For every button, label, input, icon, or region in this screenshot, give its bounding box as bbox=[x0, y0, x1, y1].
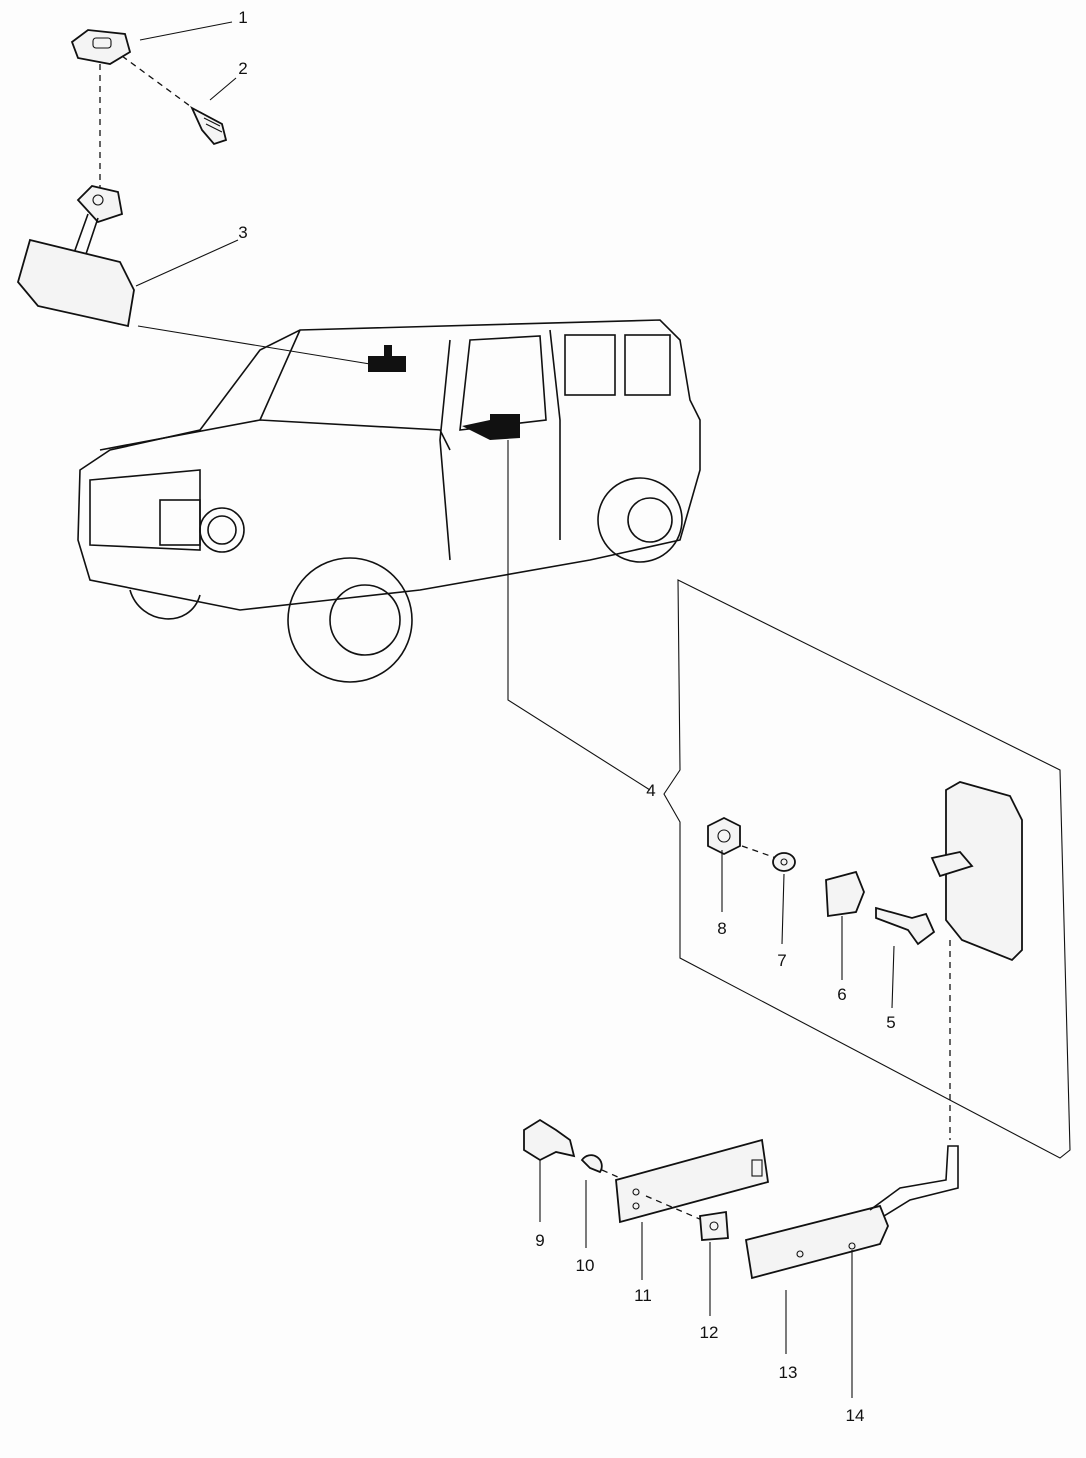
callout-2: 2 bbox=[238, 59, 247, 78]
callout-10: 10 bbox=[576, 1256, 595, 1275]
part-7-washer bbox=[772, 852, 796, 872]
callout-9: 9 bbox=[535, 1231, 544, 1250]
part-5-bolt bbox=[875, 906, 936, 946]
exterior-mirror bbox=[945, 781, 1023, 962]
part-8-nut bbox=[707, 816, 741, 856]
leader-2 bbox=[209, 77, 237, 101]
callout-labels: 1 2 3 4 5 6 7 8 9 10 11 12 13 14 bbox=[238, 8, 895, 1425]
part-3-interior-mirror bbox=[17, 238, 135, 328]
mirror-bracket-assembly bbox=[523, 1118, 959, 1398]
callout-7: 7 bbox=[777, 951, 786, 970]
part-11-bracket-plate bbox=[615, 1138, 770, 1224]
part-6-clamp bbox=[825, 870, 865, 918]
callout-5: 5 bbox=[886, 1013, 895, 1032]
exterior-mirror-marker bbox=[462, 414, 520, 440]
vehicle-illustration bbox=[77, 319, 701, 791]
part-12-square-nut bbox=[699, 1210, 729, 1241]
callout-14: 14 bbox=[846, 1406, 865, 1425]
part-1-cover bbox=[70, 29, 132, 65]
part-13-arm-base bbox=[744, 1204, 889, 1280]
mount-hole bbox=[92, 194, 104, 206]
exterior-mirror-panel bbox=[663, 579, 1071, 1159]
callout-3: 3 bbox=[238, 223, 247, 242]
callout-4: 4 bbox=[646, 781, 655, 800]
leader-3 bbox=[135, 239, 239, 287]
interior-mirror-marker bbox=[368, 345, 406, 372]
leader-to-panel bbox=[507, 440, 651, 791]
leader-to-vehicle bbox=[137, 325, 371, 365]
part-10-lock-washer bbox=[580, 1154, 603, 1174]
cover-slot bbox=[92, 37, 112, 49]
part-9-bolt bbox=[523, 1118, 576, 1162]
callout-11: 11 bbox=[634, 1286, 652, 1305]
interior-mirror-assembly bbox=[17, 21, 371, 365]
leader-1 bbox=[139, 21, 233, 41]
callout-13: 13 bbox=[779, 1363, 798, 1382]
callout-1: 1 bbox=[238, 8, 247, 27]
callout-12: 12 bbox=[700, 1323, 719, 1342]
callout-8: 8 bbox=[717, 919, 726, 938]
dash-line bbox=[121, 55, 191, 107]
callout-6: 6 bbox=[837, 985, 846, 1004]
screw-thread bbox=[199, 111, 223, 133]
